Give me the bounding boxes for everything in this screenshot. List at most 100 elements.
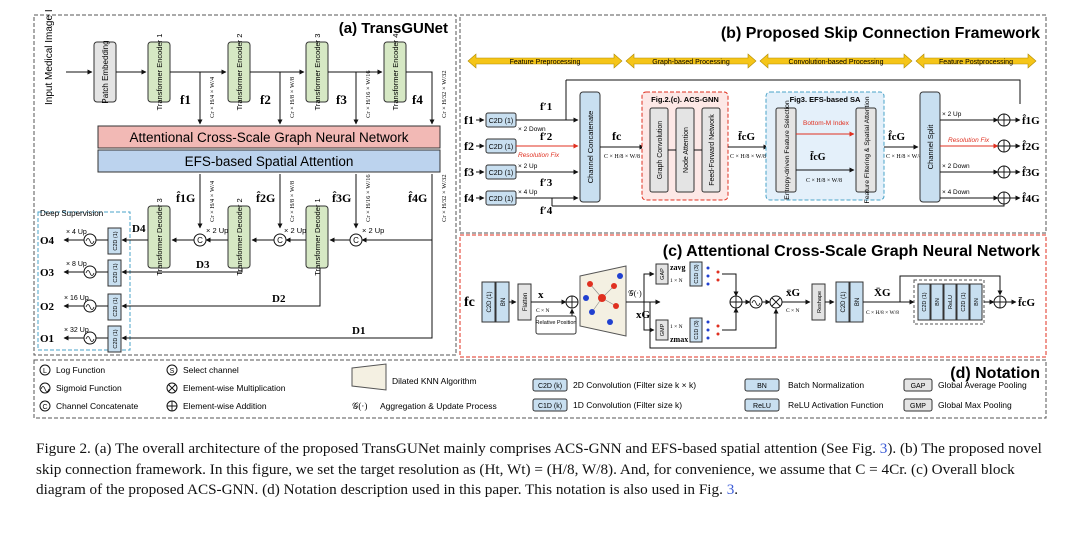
svg-text:C2D (1): C2D (1) (489, 196, 514, 203)
svg-text:f2: f2 (464, 139, 474, 153)
feature-f1: f1 (180, 92, 191, 107)
panel-a-title: (a) TransGUNet (339, 20, 448, 37)
svg-text:f̄cG: f̄cG (1018, 297, 1036, 309)
concat-symbol-1: C (197, 236, 203, 245)
up-label-2: × 2 Up (284, 226, 306, 235)
svg-text:GMP: GMP (660, 323, 666, 336)
refined-dim-2: Cr × H/8 × W/8 (289, 181, 296, 222)
input-image-label: Input Medical Image I (44, 9, 55, 105)
svg-text:f3: f3 (464, 165, 474, 179)
output-o3: O3 (40, 267, 55, 279)
svg-text:C2D (1): C2D (1) (487, 291, 493, 312)
d-label-2: D2 (272, 293, 286, 305)
output-o2: O2 (40, 301, 55, 313)
svg-text:f1: f1 (464, 113, 474, 127)
svg-text:C2D (1): C2D (1) (961, 292, 967, 311)
svg-text:f4: f4 (464, 191, 474, 205)
channel-concat-label: Channel Concatenate (586, 111, 595, 184)
feature-dim-3: Cr × H/16 × W/16 (365, 70, 372, 118)
refined-dim-4: Cr × H/32 × W/32 (441, 174, 448, 222)
svg-text:f̂1G: f̂1G (1022, 114, 1040, 127)
svg-text:S: S (170, 368, 175, 375)
notation-concat: Channel Concatenate (56, 401, 139, 411)
svg-text:f̂2G: f̂2G (1022, 140, 1040, 153)
svg-text:X̄G: X̄G (874, 287, 891, 299)
deep-supervision-box (37, 211, 131, 351)
panel-b-title: (b) Proposed Skip Connection Framework (721, 25, 1040, 42)
fcg-hat-dim: C × H/8 × W/8 (886, 154, 922, 160)
svg-text:× 2 Up: × 2 Up (518, 163, 538, 170)
sa-block-2: Feature Filtering & Spatial Attention (864, 96, 871, 203)
notation-c1d: 1D Convolution (Filter size k) (573, 400, 682, 410)
svg-text:1 × N: 1 × N (670, 278, 683, 284)
svg-text:C1D (k): C1D (k) (538, 403, 562, 410)
notation-gmp: Global Max Pooling (938, 400, 1012, 410)
decoder-label-3: Transformer Decoder 3 (155, 198, 164, 275)
svg-text:xG: xG (636, 309, 651, 321)
svg-text:C2D (1): C2D (1) (113, 231, 119, 250)
svg-text:BN: BN (855, 298, 861, 306)
svg-text:C2D (1): C2D (1) (113, 297, 119, 316)
svg-text:BN: BN (935, 298, 941, 306)
refined-dim-1: Cr × H/4 × W/4 (209, 180, 216, 222)
svg-text:Reshape: Reshape (817, 291, 823, 313)
svg-text:GAP: GAP (660, 268, 666, 280)
encoder-label-3: Transformer Encoder 3 (313, 34, 322, 111)
patch-embedding-label: Patch Embedding (101, 40, 110, 103)
stage-label-3: Convolution-based Processing (789, 59, 884, 66)
acs-gnn-bar-label: Attentional Cross-Scale Graph Neural Net… (129, 130, 408, 145)
panel-d: (d) Notation L Log Function Sigmoid Func… (33, 359, 1047, 419)
concat-symbol-2: C (277, 236, 283, 245)
svg-text:× 8 Up: × 8 Up (66, 261, 87, 268)
d-label-1: D1 (352, 325, 365, 337)
svg-text:𝒢(·): 𝒢(·) (352, 401, 367, 411)
relative-position: Relative Position (536, 320, 577, 326)
svg-text:BN: BN (757, 383, 767, 390)
svg-text:Resolution Fix: Resolution Fix (948, 137, 990, 144)
notation-knn: Dilated KNN Algorithm (392, 376, 477, 386)
refined-f4: f̂4G (408, 191, 427, 205)
svg-text:f′1: f′1 (540, 101, 552, 113)
decoder-block-3 (147, 205, 171, 269)
panel-b: (b) Proposed Skip Connection Framework F… (459, 14, 1047, 234)
concat-symbol-3: C (353, 236, 359, 245)
channel-split-label: Channel Split (926, 124, 935, 170)
feature-f3: f3 (336, 92, 347, 107)
svg-text:f′2: f′2 (540, 131, 553, 143)
svg-text:C2D (1): C2D (1) (489, 170, 514, 177)
gnn-block-3: Feed-Forward Network (709, 114, 716, 186)
fig-ref-link-1[interactable]: 3 (879, 440, 888, 457)
svg-text:Resolution Fix: Resolution Fix (518, 152, 560, 159)
svg-text:C1D (3): C1D (3) (694, 320, 700, 339)
svg-text:x: x (538, 289, 544, 301)
acs-gnn-bar (97, 125, 441, 149)
efs-sa-box-title: Fig3. EFS-based SA (790, 95, 861, 104)
decoder-block-1 (305, 205, 329, 269)
svg-text:C2D (1): C2D (1) (113, 263, 119, 282)
svg-text:× 2 Down: × 2 Down (518, 126, 546, 133)
decoder-label-2: Transformer Decoder 2 (235, 198, 244, 275)
node-attention-nets (706, 266, 720, 340)
svg-text:× 2 Down: × 2 Down (942, 163, 970, 170)
fig-ref-link-2[interactable]: 3 (726, 481, 735, 498)
svg-text:ReLU: ReLU (753, 403, 771, 410)
svg-text:f̂3G: f̂3G (1022, 166, 1040, 179)
svg-text:x̄G: x̄G (786, 287, 801, 299)
svg-text:C × H/8 × W/8: C × H/8 × W/8 (806, 178, 842, 184)
svg-text:f′4: f′4 (540, 205, 553, 217)
svg-text:GAP: GAP (911, 383, 926, 390)
svg-text:C2D (1): C2D (1) (922, 292, 928, 311)
notation-bn: Batch Normalization (788, 380, 864, 390)
fcg-bar-label: f̄cG (738, 131, 756, 143)
panel-d-title: (d) Notation (950, 365, 1040, 382)
input-rows: f1 f2 f3 f4 C2D (1) C2D (1) C2D (1) C2D … (464, 80, 579, 217)
gnn-block-2: Node Attention (683, 127, 690, 173)
notation-aggregate: Aggregation & Update Process (380, 401, 497, 411)
svg-text:f̂4G: f̂4G (1022, 192, 1040, 205)
refined-f2: f̂2G (256, 191, 275, 205)
encoder-label-1: Transformer Encoder 1 (155, 34, 164, 111)
svg-text:BN: BN (974, 298, 980, 306)
svg-text:× 4 Up: × 4 Up (518, 189, 538, 196)
notation-select: Select channel (183, 365, 239, 375)
notation-add: Element-wise Addition (183, 401, 267, 411)
